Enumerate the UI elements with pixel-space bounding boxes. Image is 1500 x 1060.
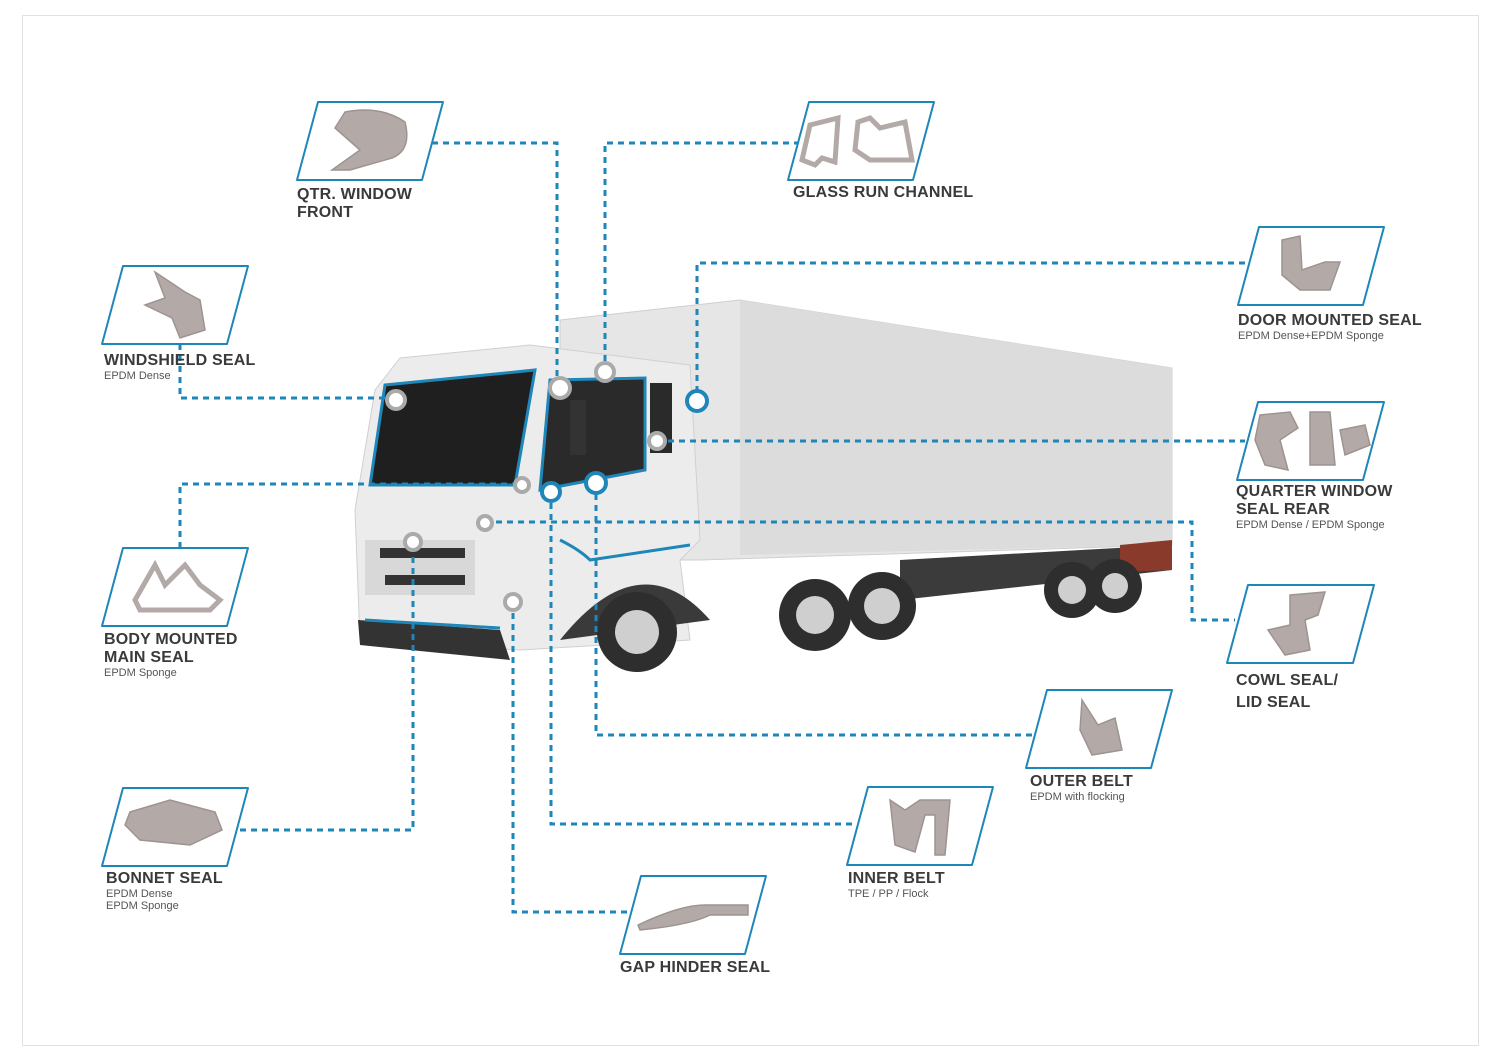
leader-windshield-seal — [178, 344, 396, 400]
callout-outer-belt: OUTER BELT EPDM with flocking — [1030, 773, 1133, 803]
callout-title: INNER BELT — [848, 870, 945, 887]
callout-title: BONNET SEAL — [106, 870, 223, 887]
callout-title: GAP HINDER SEAL — [620, 959, 771, 976]
callout-cowl-seal: COWL SEAL/ LID SEAL — [1236, 670, 1338, 714]
truck-illustration — [354, 299, 1173, 672]
callout-material: EPDM Dense — [104, 370, 171, 382]
gap-hinder-profile-icon — [637, 904, 749, 931]
callout-material: EPDM Dense+EPDM Sponge — [1238, 330, 1384, 342]
callout-material: TPE / PP / Flock — [848, 888, 929, 900]
leader-bonnet-seal — [240, 542, 415, 832]
callout-title: OUTER BELT — [1030, 773, 1134, 790]
callout-qtr-window-front: QTR. WINDOW FRONT — [297, 186, 412, 222]
card-body-mounted-main-seal — [101, 547, 249, 627]
seal-profiles — [124, 109, 1371, 931]
callout-title: GLASS RUN CHANNEL — [793, 184, 974, 201]
callout-quarter-window-seal-rear: QUARTER WINDOW SEAL REAR EPDM Dense / EP… — [1236, 483, 1393, 531]
callout-title: WINDSHIELD SEAL — [104, 352, 256, 369]
leader-body-mounted-main-seal — [178, 482, 522, 548]
leader-door-mounted-seal — [695, 261, 1245, 400]
leader-lines — [178, 141, 1245, 914]
bonnet-profile-icon — [124, 799, 223, 846]
leader-gap-hinder-seal — [511, 602, 628, 914]
card-glass-run-channel — [787, 101, 935, 181]
callout-windshield-seal: WINDSHIELD SEAL EPDM Dense — [104, 352, 255, 382]
inner-belt-profile-icon — [889, 798, 951, 856]
cowl-profile-icon — [1266, 591, 1327, 656]
door-mounted-profile-icon — [1281, 235, 1342, 291]
callout-material: EPDM with flocking — [1030, 791, 1125, 803]
quarter-window-rear-profile-icon — [1254, 411, 1371, 471]
callout-gap-hinder-seal: GAP HINDER SEAL — [620, 959, 770, 977]
callout-body-mounted-main-seal: BODY MOUNTED MAIN SEAL EPDM Sponge — [104, 631, 238, 679]
callout-title: BODY MOUNTED MAIN SEAL — [104, 631, 238, 666]
callout-title: QUARTER WINDOW SEAL REAR — [1236, 483, 1393, 518]
callout-inner-belt: INNER BELT TPE / PP / Flock — [848, 870, 945, 900]
page-frame — [22, 15, 1479, 1046]
callout-material: EPDM Dense / EPDM Sponge — [1236, 519, 1385, 531]
callout-bonnet-seal: BONNET SEAL EPDM Dense EPDM Sponge — [106, 870, 223, 912]
seal-points — [385, 361, 709, 612]
qtr-window-profile-icon — [329, 109, 408, 171]
callout-material: EPDM Dense EPDM Sponge — [106, 888, 179, 912]
leader-cowl-seal — [485, 520, 1235, 622]
outer-belt-profile-icon — [1079, 697, 1123, 756]
callout-material: EPDM Sponge — [104, 667, 177, 679]
leader-qtr-window-front — [432, 141, 559, 388]
body-mounted-profile-icon — [132, 559, 224, 613]
callout-title: COWL SEAL/ LID SEAL — [1236, 672, 1339, 711]
callout-title: DOOR MOUNTED SEAL — [1238, 312, 1422, 329]
callout-door-mounted-seal: DOOR MOUNTED SEAL EPDM Dense+EPDM Sponge — [1238, 312, 1422, 342]
callout-title: QTR. WINDOW FRONT — [297, 186, 413, 221]
leader-outer-belt — [594, 483, 1032, 737]
card-door-mounted-seal — [1237, 226, 1385, 306]
leader-inner-belt — [549, 492, 855, 826]
windshield-profile-icon — [143, 270, 206, 339]
glass-run-profile-icon — [799, 114, 916, 168]
callout-glass-run-channel: GLASS RUN CHANNEL — [793, 184, 973, 202]
